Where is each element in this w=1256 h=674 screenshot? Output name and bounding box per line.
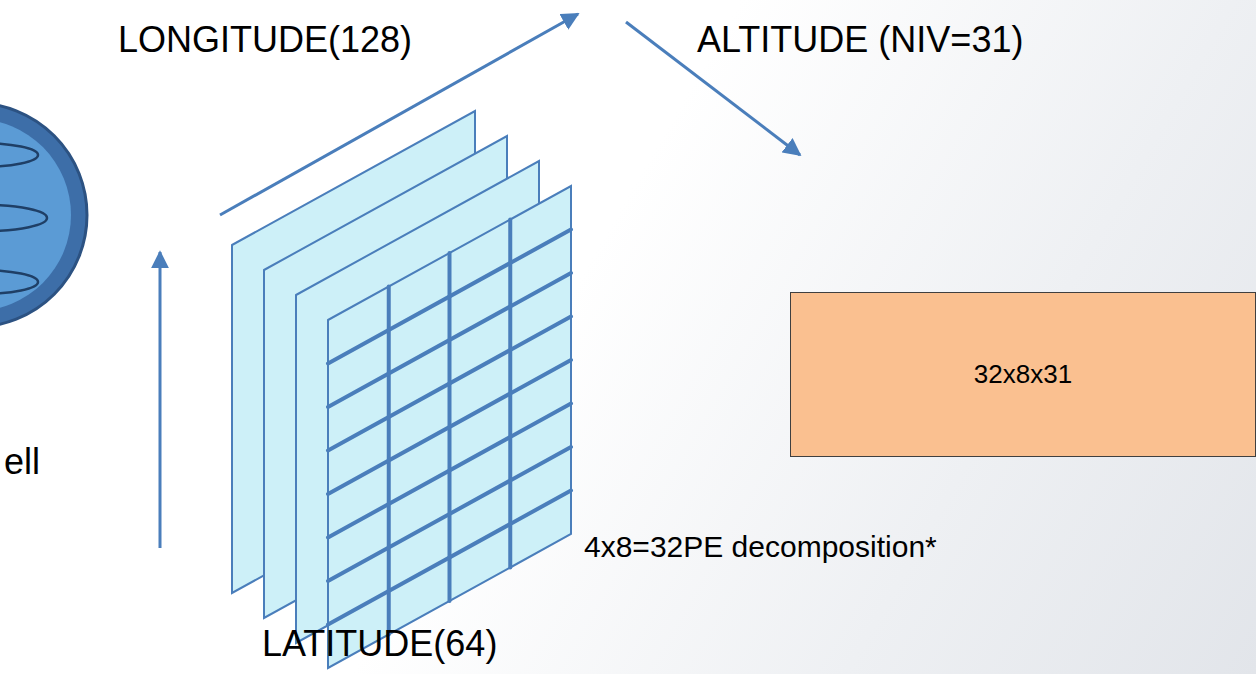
axis-label: ALTITUDE (NIV=31)	[697, 20, 1023, 60]
globe	[0, 103, 87, 327]
grid-line	[328, 273, 571, 407]
block-box: 32x8x31	[790, 292, 1256, 457]
grid-line	[328, 447, 571, 581]
grid-line	[328, 360, 571, 494]
cut-label: ell	[4, 442, 40, 482]
box-text: 32x8x31	[974, 359, 1072, 390]
grid-line	[328, 230, 571, 364]
grid-line	[328, 491, 571, 625]
axis-label: LONGITUDE(128)	[118, 20, 412, 60]
altitude-planes	[232, 111, 571, 668]
altitude-plane	[328, 186, 571, 668]
grid-line	[328, 404, 571, 538]
caption-note: 4x8=32PE decomposition*	[584, 530, 937, 563]
grid-line	[328, 317, 571, 451]
latitude-arrow	[159, 252, 162, 548]
axis-label: LATITUDE(64)	[262, 624, 497, 664]
